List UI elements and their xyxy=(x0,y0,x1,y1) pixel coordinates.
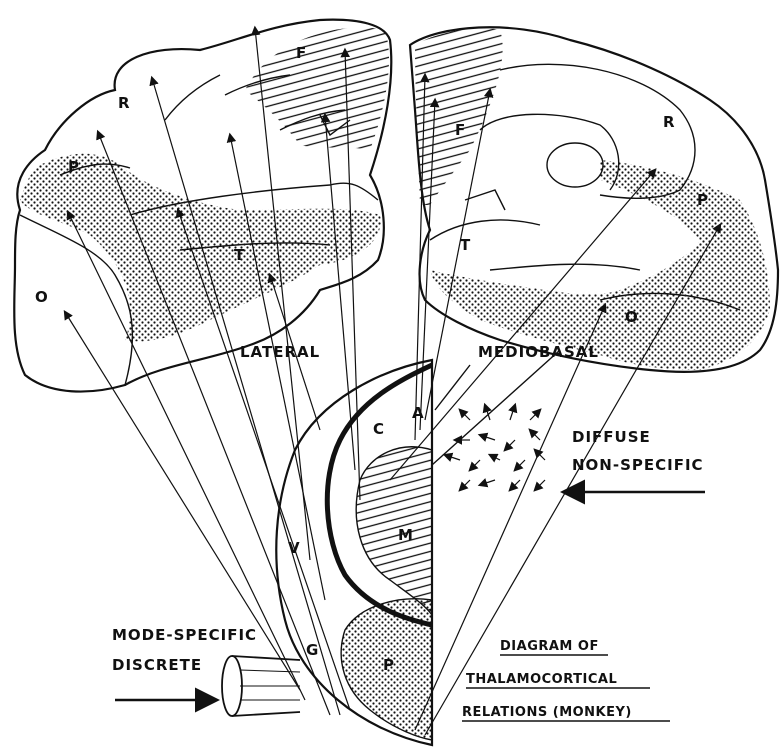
label-discrete: DISCRETE xyxy=(112,656,202,674)
title-line-2: THALAMOCORTICAL xyxy=(466,672,617,687)
thalamus-label-v: V xyxy=(288,539,300,557)
label-non-specific: NON-SPECIFIC xyxy=(572,456,704,474)
medial-hemisphere xyxy=(410,27,778,372)
lateral-label-r: R xyxy=(118,94,130,112)
lateral-frontal-area xyxy=(245,28,389,151)
label-mediobasal: MEDIOBASAL xyxy=(478,343,599,361)
label-mode-specific: MODE-SPECIFIC xyxy=(112,626,257,644)
lateral-label-o: O xyxy=(35,288,48,306)
thalamus-label-a: A xyxy=(412,404,424,422)
diffuse-arrows xyxy=(445,405,545,490)
label-lateral: LATERAL xyxy=(240,343,320,361)
title-line-3: RELATIONS (MONKEY) xyxy=(462,705,632,720)
thalamus-medial-nucleus xyxy=(356,447,432,615)
medial-label-o: O xyxy=(625,308,638,326)
medial-label-r: R xyxy=(663,113,675,131)
thalamus xyxy=(222,360,432,745)
thalamus-label-p: P xyxy=(383,656,394,674)
medial-label-f: F xyxy=(455,121,465,139)
lateral-label-t: T xyxy=(234,246,245,264)
lateral-label-p: P xyxy=(68,158,79,176)
medial-label-t: T xyxy=(460,236,471,254)
medial-frontal-area xyxy=(415,28,503,205)
thalamus-label-m: M xyxy=(398,526,413,544)
medial-label-p: P xyxy=(697,191,708,209)
thalamus-label-c: C xyxy=(373,420,384,438)
label-diffuse: DIFFUSE xyxy=(572,428,651,446)
thalamus-label-g: G xyxy=(306,641,318,659)
lateral-hemisphere xyxy=(14,20,391,392)
lateral-label-f: F xyxy=(296,44,306,62)
diagram-title: DIAGRAM OF THALAMOCORTICAL RELATIONS (MO… xyxy=(462,639,670,721)
title-line-1: DIAGRAM OF xyxy=(500,639,599,654)
